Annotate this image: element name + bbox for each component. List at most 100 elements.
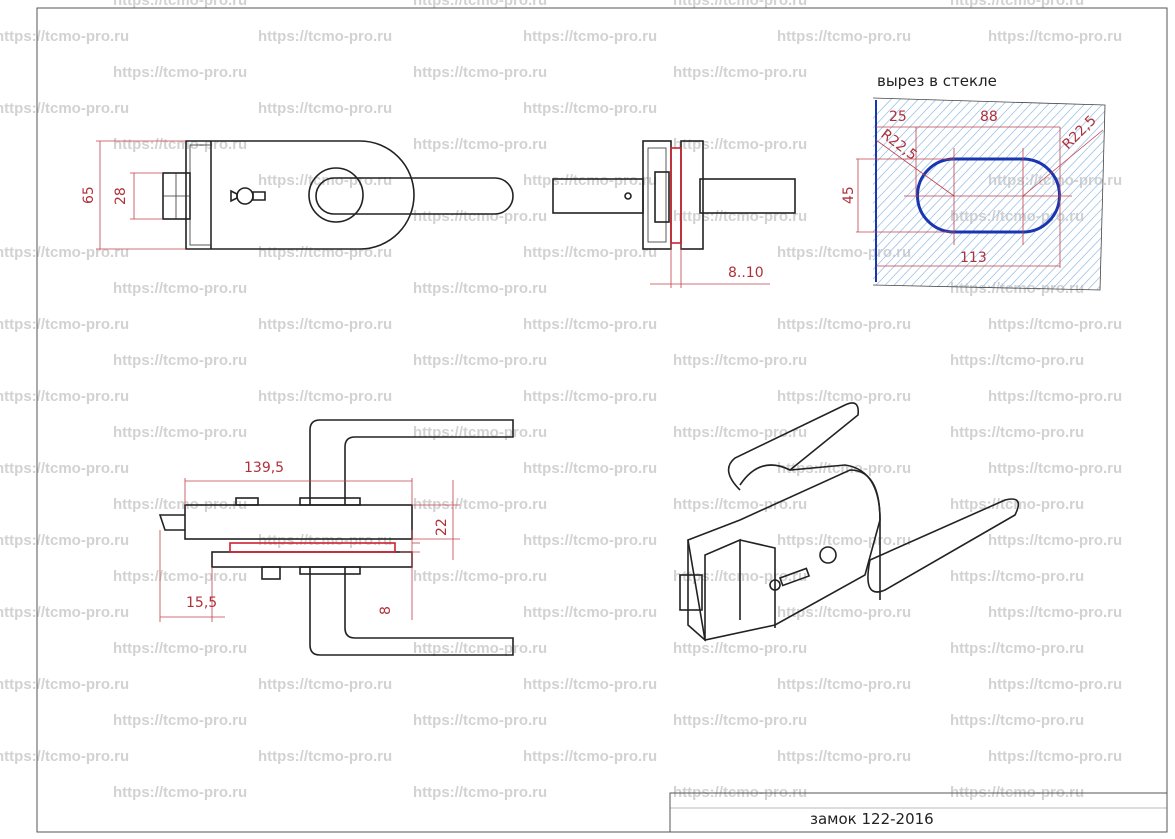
- watermark-text: https://tcmo-pro.ru: [777, 604, 911, 621]
- watermark-text: https://tcmo-pro.ru: [988, 604, 1122, 621]
- watermark-text: https://tcmo-pro.ru: [413, 280, 547, 297]
- iso-rosette: [819, 546, 837, 564]
- iso-front-plate: [739, 539, 776, 628]
- watermark-text: https://tcmo-pro.ru: [523, 460, 657, 477]
- watermark-text: https://tcmo-pro.ru: [673, 64, 807, 81]
- dim-latch-28: 28: [113, 187, 129, 205]
- title-block-label: замок 122-2016: [810, 810, 934, 828]
- handle-lever: [315, 177, 514, 215]
- watermark-text: https://tcmo-pro.ru: [413, 64, 547, 81]
- front-view: 65 28: [81, 140, 514, 250]
- watermark-text: https://tcmo-pro.ru: [523, 748, 657, 765]
- glass-section: [670, 147, 682, 244]
- glass-break-line: [872, 97, 1106, 291]
- watermark-text: https://tcmo-pro.ru: [113, 784, 247, 801]
- watermark-text: https://tcmo-pro.ru: [258, 676, 392, 693]
- watermark-text: https://tcmo-pro.ru: [258, 28, 392, 45]
- watermark-text: https://tcmo-pro.ru: [988, 532, 1122, 549]
- watermark-text: https://tcmo-pro.ru: [777, 388, 911, 405]
- watermark-text: https://tcmo-pro.ru: [413, 784, 547, 801]
- watermark-text: https://tcmo-pro.ru: [0, 28, 129, 45]
- watermark-text: https://tcmo-pro.ru: [523, 28, 657, 45]
- latch-tongue: [158, 514, 185, 531]
- watermark-text: https://tcmo-pro.ru: [0, 676, 129, 693]
- sheet-frame: [36, 7, 1168, 833]
- watermark-text: https://tcmo-pro.ru: [413, 136, 547, 153]
- watermark-text: https://tcmo-pro.ru: [673, 208, 807, 225]
- dim-total-width: 113: [960, 250, 987, 266]
- watermark-text: https://tcmo-pro.ru: [413, 568, 547, 585]
- watermark-text: https://tcmo-pro.ru: [777, 316, 911, 333]
- right-lever: [699, 178, 796, 214]
- watermark-text: https://tcmo-pro.ru: [673, 640, 807, 657]
- watermark-text: https://tcmo-pro.ru: [777, 28, 911, 45]
- watermark-text: https://tcmo-pro.ru: [258, 532, 392, 549]
- watermark-text: https://tcmo-pro.ru: [523, 388, 657, 405]
- top-view: 139,5 22 15,5 8: [158, 419, 514, 656]
- watermark-text: https://tcmo-pro.ru: [523, 532, 657, 549]
- dim-offset: 15,5: [186, 595, 217, 611]
- watermark-text: https://tcmo-pro.ru: [777, 460, 911, 477]
- watermark-text: https://tcmo-pro.ru: [950, 352, 1084, 369]
- watermark-text: https://tcmo-pro.ru: [413, 0, 547, 9]
- thumb-turn-wings: [230, 189, 266, 203]
- dim-glass-thickness: 8..10: [728, 265, 764, 281]
- watermark-text: https://tcmo-pro.ru: [113, 712, 247, 729]
- watermark-text: https://tcmo-pro.ru: [113, 424, 247, 441]
- watermark-text: https://tcmo-pro.ru: [988, 28, 1122, 45]
- iso-lower-lever: [867, 498, 1020, 593]
- dim-center-distance: 88: [980, 109, 998, 125]
- watermark-text: https://tcmo-pro.ru: [673, 352, 807, 369]
- thumb-turn: [235, 497, 259, 506]
- lock-body-outline: [185, 140, 415, 250]
- left-plate: [642, 140, 672, 250]
- lower-plate: [211, 551, 413, 568]
- iso-body-outline: [687, 469, 881, 641]
- latch-housing: [654, 171, 670, 223]
- glass-hatching: [873, 98, 1105, 290]
- iso-plate-edge: [687, 538, 741, 642]
- plate-inner: [189, 144, 212, 246]
- watermark-text: https://tcmo-pro.ru: [0, 532, 129, 549]
- watermark-text: https://tcmo-pro.ru: [523, 604, 657, 621]
- watermark-text: https://tcmo-pro.ru: [413, 424, 547, 441]
- glass-cutout-view: вырез в стекле 25 88 R22,5 R22,5 45 113: [841, 72, 1106, 291]
- watermark-text: https://tcmo-pro.ru: [777, 676, 911, 693]
- watermark-text: https://tcmo-pro.ru: [413, 496, 547, 513]
- watermark-text: https://tcmo-pro.ru: [413, 208, 547, 225]
- thumb-turn-knob: [236, 187, 254, 205]
- watermark-text: https://tcmo-pro.ru: [523, 676, 657, 693]
- watermark-text: https://tcmo-pro.ru: [113, 640, 247, 657]
- watermark-text: https://tcmo-pro.ru: [523, 100, 657, 117]
- watermark-text: https://tcmo-pro.ru: [413, 712, 547, 729]
- watermark-text: https://tcmo-pro.ru: [0, 316, 129, 333]
- handle-rosette: [308, 167, 364, 223]
- watermark-text: https://tcmo-pro.ru: [950, 712, 1084, 729]
- watermark-text: https://tcmo-pro.ru: [988, 676, 1122, 693]
- watermark-text: https://tcmo-pro.ru: [777, 532, 911, 549]
- dim-left-offset: 25: [889, 109, 907, 125]
- watermark-text: https://tcmo-pro.ru: [413, 352, 547, 369]
- watermark-text: https://tcmo-pro.ru: [673, 424, 807, 441]
- watermark-text: https://tcmo-pro.ru: [950, 424, 1084, 441]
- watermark-text: https://tcmo-pro.ru: [258, 316, 392, 333]
- watermark-text: https://tcmo-pro.ru: [113, 280, 247, 297]
- watermark-text: https://tcmo-pro.ru: [258, 244, 392, 261]
- iso-upper-lever: [727, 402, 860, 491]
- cutout-title: вырез в стекле: [877, 72, 997, 90]
- watermark-text: https://tcmo-pro.ru: [113, 64, 247, 81]
- watermark-text: https://tcmo-pro.ru: [0, 748, 129, 765]
- watermark-text: https://tcmo-pro.ru: [0, 244, 129, 261]
- watermark-text: https://tcmo-pro.ru: [673, 0, 807, 9]
- watermark-text: https://tcmo-pro.ru: [113, 496, 247, 513]
- watermark-text: https://tcmo-pro.ru: [777, 244, 911, 261]
- glass-section: [229, 542, 396, 553]
- watermark-text: https://tcmo-pro.ru: [950, 0, 1084, 9]
- lower-lever: [309, 567, 514, 656]
- isometric-view: [679, 402, 1020, 642]
- watermark-text: https://tcmo-pro.ru: [673, 712, 807, 729]
- watermark-layer: https://tcmo-pro.ru https://tcmo-pro.ru ht…: [0, 0, 1122, 801]
- dim-length: 139,5: [244, 460, 284, 476]
